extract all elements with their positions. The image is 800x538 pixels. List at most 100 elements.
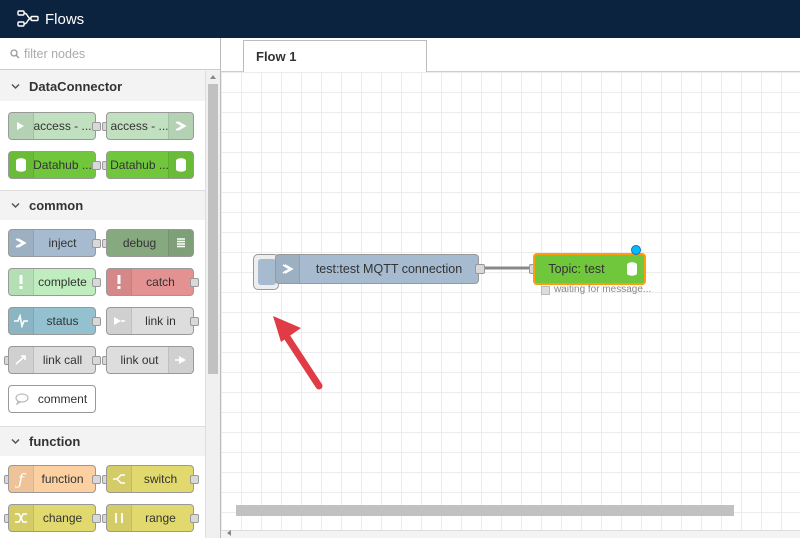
- palette-node-inject[interactable]: inject: [8, 229, 96, 257]
- tab-flow-1[interactable]: Flow 1: [243, 40, 427, 73]
- palette-list: DataConnector access - ... access - ...: [0, 71, 205, 538]
- output-port[interactable]: [92, 514, 101, 523]
- output-port[interactable]: [190, 475, 199, 484]
- flow-wire[interactable]: [221, 72, 800, 530]
- search-icon: [10, 48, 20, 58]
- database-icon: [9, 152, 34, 178]
- app-title: Flows: [45, 10, 85, 28]
- scroll-up-icon[interactable]: [210, 75, 216, 79]
- palette-node-access-out[interactable]: access - ...: [106, 112, 194, 140]
- output-port[interactable]: [190, 514, 199, 523]
- search-input[interactable]: filter nodes: [24, 46, 86, 61]
- output-port[interactable]: [92, 317, 101, 326]
- node-palette: filter nodes DataConnector access - ... …: [0, 38, 221, 538]
- canvas-hscrollbar-thumb[interactable]: [236, 505, 734, 516]
- palette-node-switch[interactable]: switch: [106, 465, 194, 493]
- output-port[interactable]: [92, 278, 101, 287]
- output-port[interactable]: [92, 161, 101, 170]
- shuffle-icon: [9, 505, 34, 531]
- node-status-text: waiting for message...: [554, 284, 652, 295]
- palette-node-label: link in: [145, 313, 176, 328]
- palette-node-catch[interactable]: catch: [106, 268, 194, 296]
- palette-node-range[interactable]: range: [106, 504, 194, 532]
- palette-node-label: change: [42, 510, 83, 525]
- link-call-icon: [9, 347, 34, 373]
- chevron-down-icon: [11, 438, 20, 445]
- palette-node-change[interactable]: change: [8, 504, 96, 532]
- workspace: Flow 1 test:test MQTT connection Topic: …: [221, 38, 800, 538]
- category-dataconnector-body: access - ... access - ... Datahub ... Da…: [0, 101, 205, 190]
- database-icon: [168, 152, 193, 178]
- output-port[interactable]: [92, 239, 101, 248]
- tab-label: Flow 1: [256, 49, 297, 64]
- palette-node-datahub-out[interactable]: Datahub ...: [106, 151, 194, 179]
- flow-node-label: test:test MQTT connection: [315, 262, 463, 276]
- arrow-in-icon: [9, 113, 34, 139]
- palette-node-link-call[interactable]: link call: [8, 346, 96, 374]
- status-indicator: [541, 286, 550, 295]
- palette-node-label: range: [145, 510, 176, 525]
- palette-node-label: inject: [48, 235, 77, 250]
- flow-node-label: Topic: test: [548, 262, 605, 276]
- output-port[interactable]: [92, 122, 101, 131]
- arrow-out-icon: [168, 113, 193, 139]
- category-dataconnector-header[interactable]: DataConnector: [0, 71, 205, 101]
- scrollbar-thumb[interactable]: [208, 84, 218, 374]
- flow-canvas[interactable]: test:test MQTT connection Topic: test wa…: [221, 72, 800, 530]
- palette-node-label: status: [46, 313, 79, 328]
- palette-node-label: link call: [42, 352, 83, 367]
- switch-branch-icon: [107, 466, 132, 492]
- function-icon: ƒ: [9, 466, 34, 492]
- output-port[interactable]: [92, 356, 101, 365]
- palette-node-comment[interactable]: comment: [8, 385, 96, 413]
- pulse-icon: [9, 308, 34, 334]
- output-port[interactable]: [475, 264, 485, 274]
- palette-node-complete[interactable]: complete: [8, 268, 96, 296]
- palette-node-debug[interactable]: debug: [106, 229, 194, 257]
- palette-node-link-out[interactable]: link out: [106, 346, 194, 374]
- palette-node-label: access - ...: [33, 119, 92, 133]
- palette-node-label: catch: [146, 274, 175, 289]
- palette-node-datahub-in[interactable]: Datahub ...: [8, 151, 96, 179]
- inject-arrow-icon: [276, 255, 300, 283]
- output-port[interactable]: [92, 475, 101, 484]
- palette-node-label: Datahub ...: [110, 158, 169, 172]
- canvas-hscrollbar[interactable]: [221, 530, 800, 538]
- debug-list-icon: [168, 230, 193, 256]
- palette-search[interactable]: filter nodes: [0, 38, 220, 70]
- output-port[interactable]: [190, 278, 199, 287]
- category-common-body: inject debug complete: [0, 220, 205, 426]
- range-icon: [107, 505, 132, 531]
- flow-node-inject[interactable]: test:test MQTT connection: [275, 254, 479, 284]
- palette-node-label: link out: [120, 352, 159, 367]
- category-function-body: ƒ function switch change: [0, 456, 205, 538]
- annotation-arrow: [273, 316, 323, 390]
- palette-node-label: comment: [37, 391, 88, 406]
- palette-node-link-in[interactable]: link in: [106, 307, 194, 335]
- comment-bubble-icon: [9, 386, 34, 412]
- palette-node-function[interactable]: ƒ function: [8, 465, 96, 493]
- scroll-left-icon[interactable]: [227, 530, 231, 536]
- palette-node-access-in[interactable]: access - ...: [8, 112, 96, 140]
- palette-scrollbar[interactable]: [205, 71, 220, 538]
- chevron-down-icon: [11, 202, 20, 209]
- palette-node-label: debug: [122, 235, 157, 250]
- palette-node-status[interactable]: status: [8, 307, 96, 335]
- flow-node-datahub[interactable]: Topic: test: [533, 253, 646, 285]
- link-out-icon: [168, 347, 193, 373]
- category-function-header[interactable]: function: [0, 426, 205, 456]
- palette-node-label: complete: [38, 274, 87, 289]
- chevron-down-icon: [11, 83, 20, 89]
- inject-trigger-fill: [258, 259, 276, 285]
- inject-trigger-button[interactable]: [253, 254, 279, 290]
- flows-logo-icon: [17, 10, 39, 27]
- palette-node-label: function: [41, 471, 84, 486]
- palette-node-label: Datahub ...: [33, 158, 92, 172]
- category-label: DataConnector: [29, 78, 123, 94]
- changed-indicator: [631, 245, 641, 255]
- database-icon: [620, 255, 644, 283]
- header-bar: Flows: [0, 0, 800, 38]
- link-in-icon: [107, 308, 132, 334]
- output-port[interactable]: [190, 317, 199, 326]
- category-common-header[interactable]: common: [0, 190, 205, 220]
